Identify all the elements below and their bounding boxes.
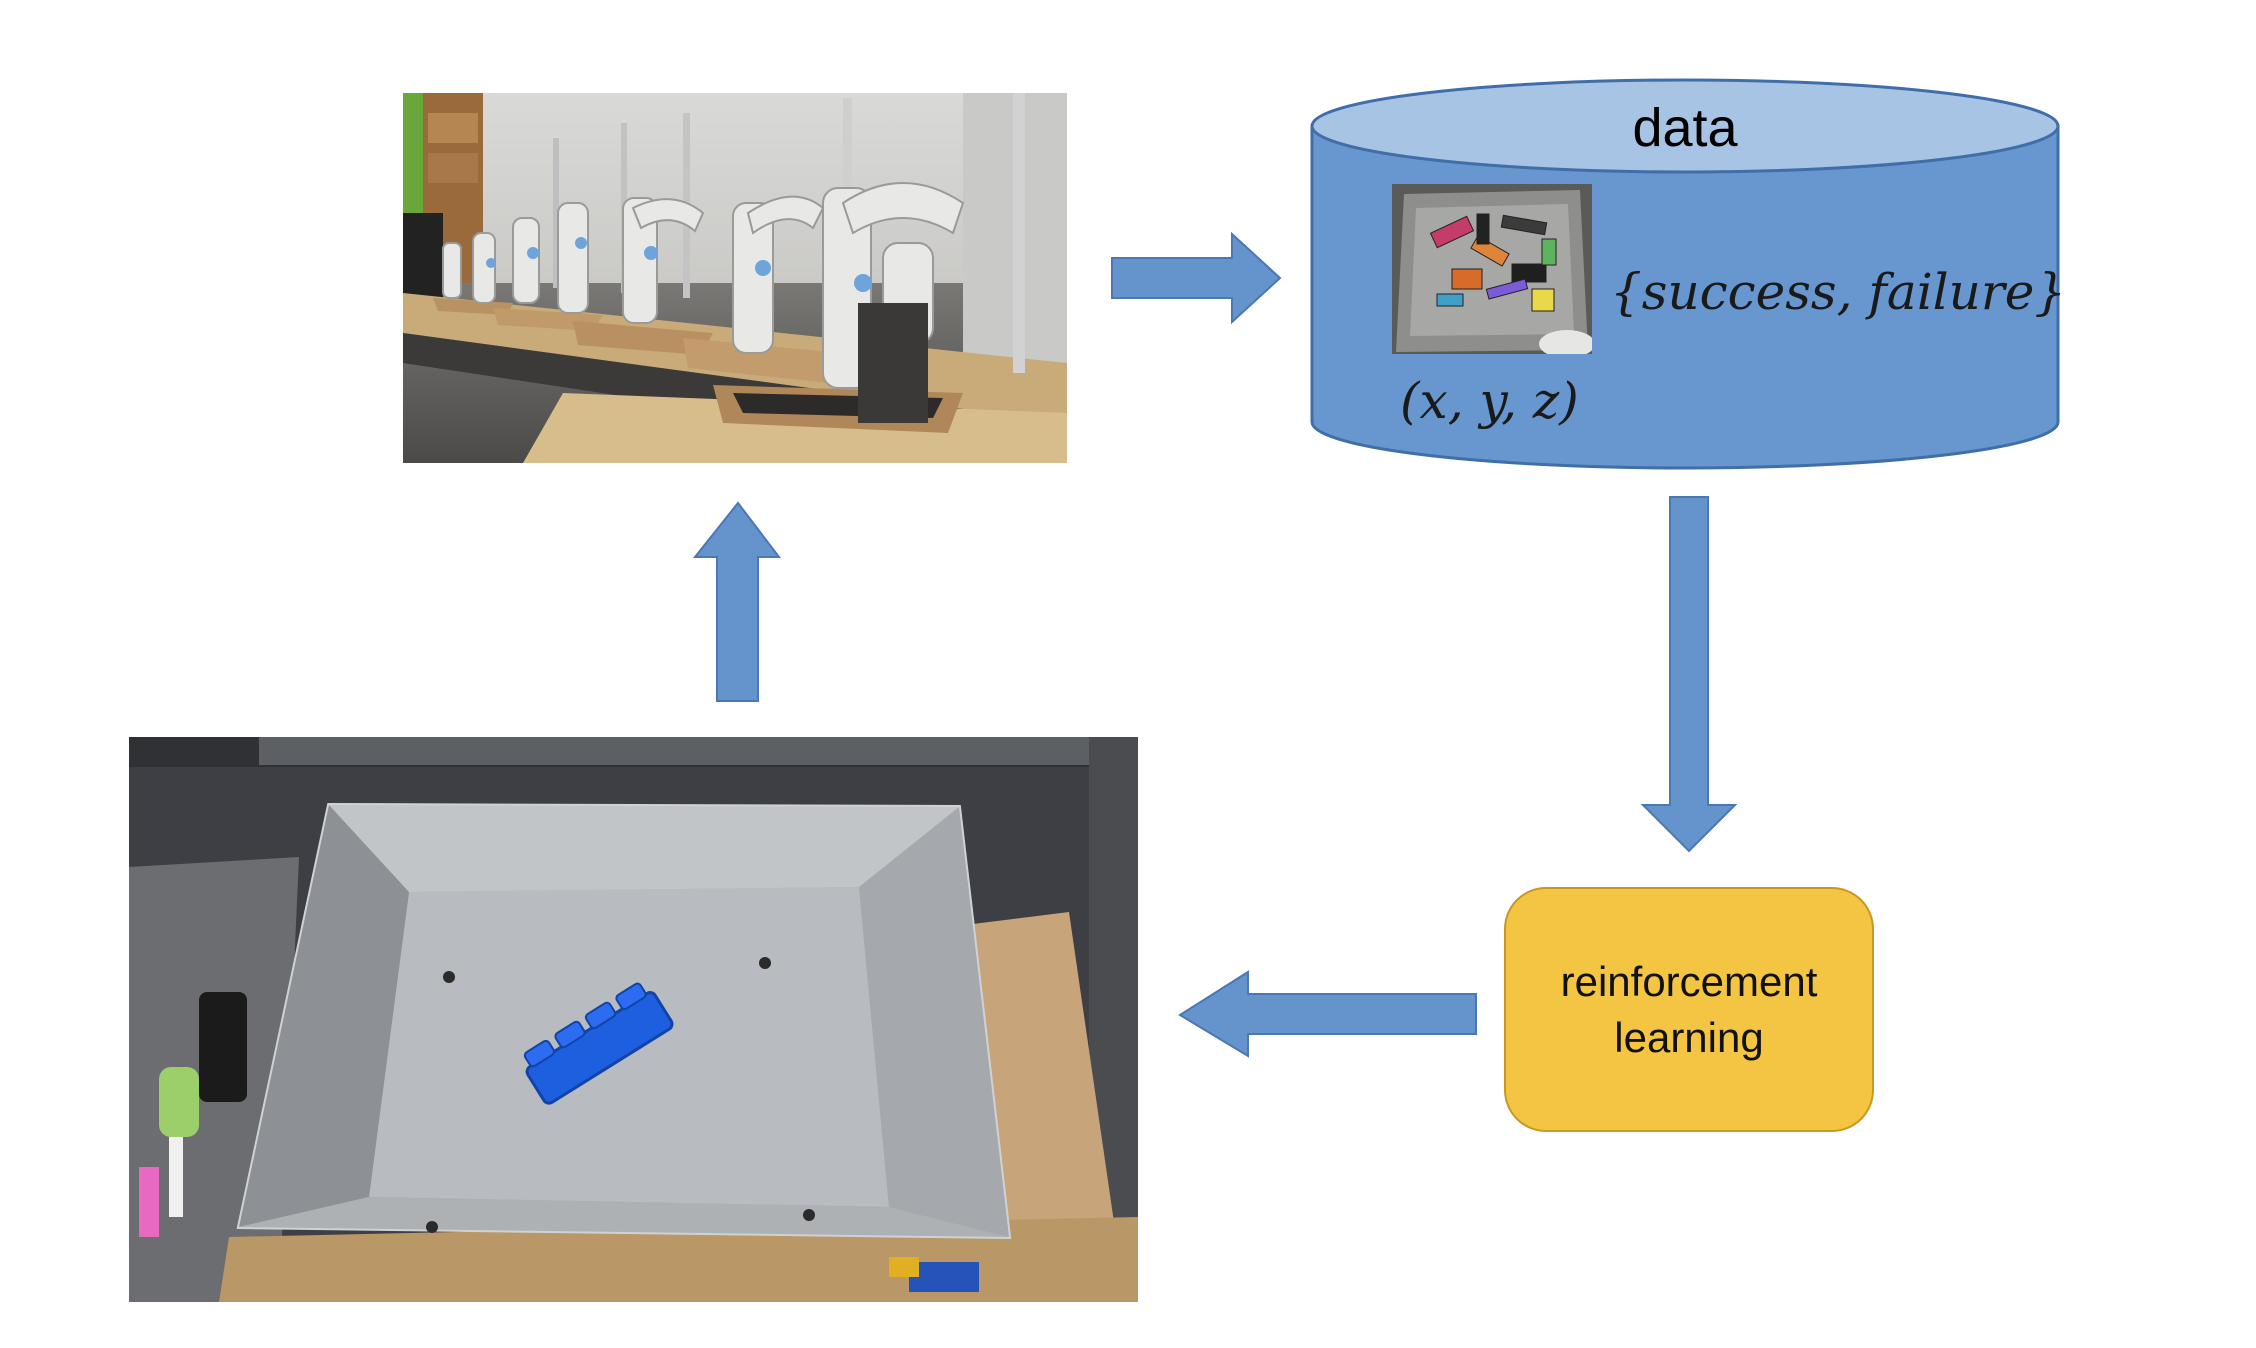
outcome-label: {success, failure} — [1610, 263, 2067, 321]
robot-farm-photo — [403, 93, 1067, 463]
rl-label-line2: learning — [1614, 1013, 1764, 1061]
reinforcement-learning-box: reinforcement learning — [1504, 887, 1874, 1132]
data-store-title: data — [1632, 98, 1738, 158]
grasp-bin-photo — [129, 737, 1138, 1302]
down-arrow-to-rl — [1640, 496, 1738, 853]
up-arrow-to-robot-farm — [692, 501, 782, 702]
position-label: (x, y, z) — [1400, 372, 1579, 430]
rl-label-line1: reinforcement — [1560, 957, 1818, 1005]
right-arrow-to-data — [1111, 231, 1282, 325]
left-arrow-to-grasp-bin — [1178, 970, 1477, 1058]
data-thumbnail-photo — [1392, 184, 1592, 354]
